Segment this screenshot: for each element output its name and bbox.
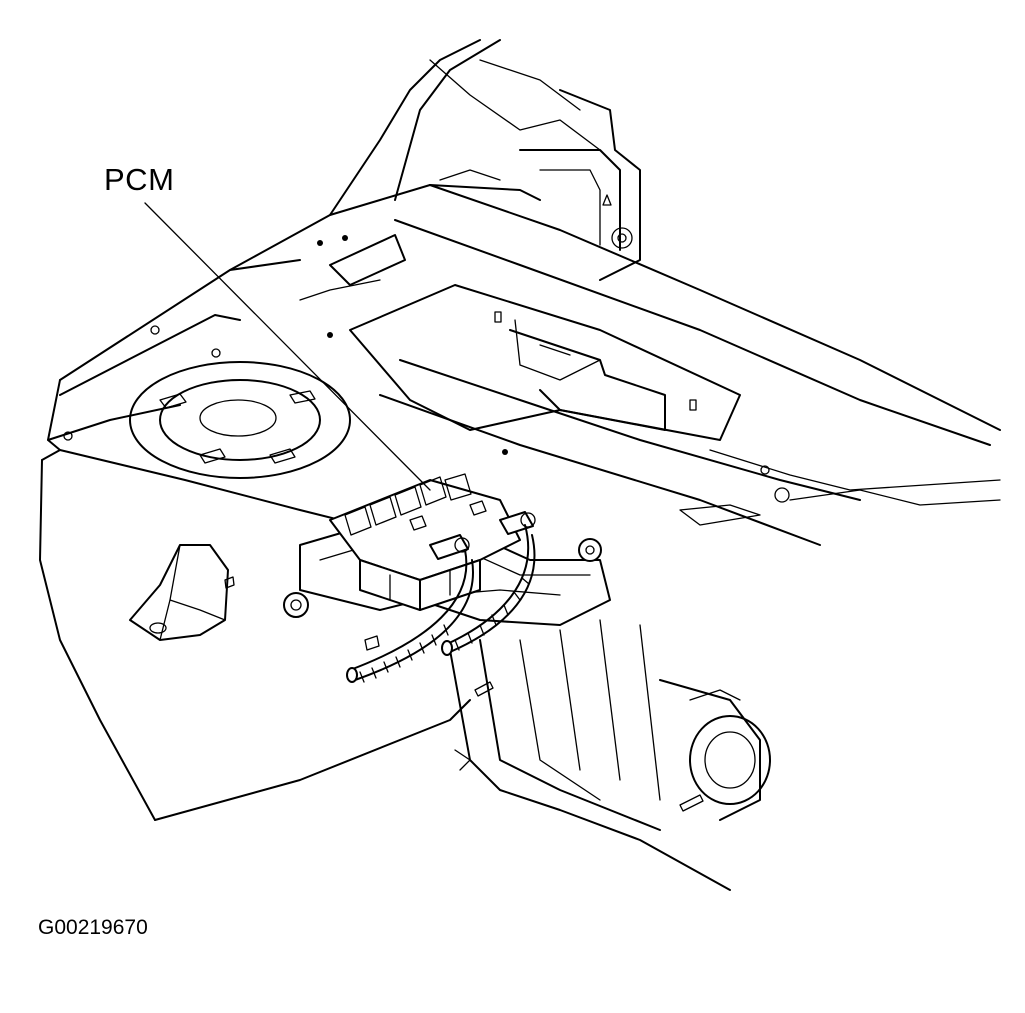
pcm-callout-label: PCM bbox=[104, 162, 175, 197]
wire-harness bbox=[346, 524, 536, 683]
wheel-well bbox=[449, 619, 771, 891]
figure-id: G00219670 bbox=[38, 916, 148, 939]
pcm-module bbox=[329, 473, 536, 611]
firewall-pocket bbox=[349, 284, 1001, 546]
upper-panel bbox=[229, 184, 1001, 446]
cowl-structure bbox=[329, 39, 641, 281]
strut-tower bbox=[47, 259, 351, 479]
pcm-callout-leader bbox=[144, 202, 431, 491]
